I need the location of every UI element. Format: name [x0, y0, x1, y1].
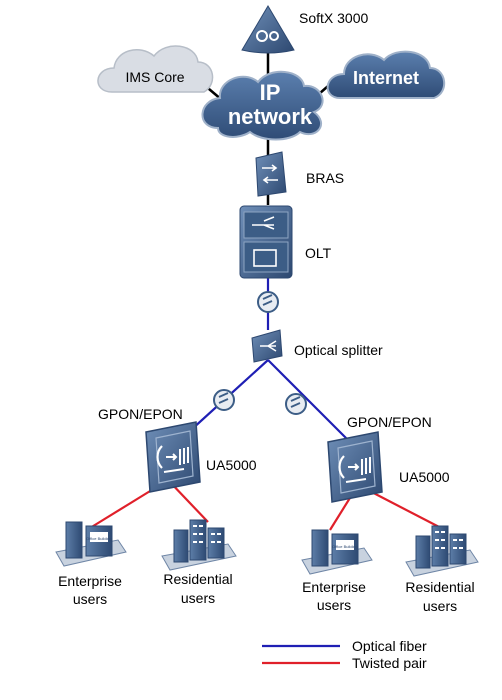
internet-label: Internet — [353, 68, 419, 88]
olt-icon — [239, 205, 293, 279]
twisted-links — [89, 479, 446, 531]
enterprise-building-left-icon: Office Building — [55, 521, 127, 567]
ua5000-left-icon — [145, 421, 201, 493]
fiber-connector-left-icon — [213, 389, 235, 411]
left-ua-label: UA5000 — [206, 457, 257, 473]
right-ua-label: UA5000 — [399, 469, 450, 485]
office-sign-left: Office Building — [86, 536, 112, 541]
enterprise-building-right-icon: Office Building — [301, 529, 373, 575]
splitter-icon — [251, 329, 283, 363]
bras-icon — [255, 151, 287, 197]
internet-cloud-icon — [326, 50, 445, 99]
ims-label: IMS Core — [125, 69, 184, 85]
ims-cloud-icon — [97, 45, 214, 93]
residential-building-right-icon — [405, 525, 479, 577]
ent-right-line1: Enterprise — [302, 579, 366, 595]
res-left-line1: Residential — [163, 571, 232, 587]
ua5000-right-icon — [327, 431, 383, 503]
legend-fiber-label: Optical fiber — [352, 638, 427, 654]
ent-right-line2: users — [317, 597, 351, 613]
fiber-connector-right-icon — [285, 393, 307, 415]
network-label: network — [228, 104, 313, 129]
res-right-line2: users — [423, 598, 457, 614]
res-right-line1: Residential — [405, 579, 474, 595]
olt-label: OLT — [305, 245, 332, 261]
legend-twisted-label: Twisted pair — [352, 655, 427, 671]
splitter-label: Optical splitter — [294, 342, 383, 358]
residential-building-left-icon — [161, 519, 237, 571]
ip-label: IP — [260, 80, 281, 105]
legend: Optical fiber Twisted pair — [262, 638, 427, 671]
softx-icon — [241, 5, 295, 54]
fiber-connector-icon — [257, 291, 279, 313]
ent-left-line1: Enterprise — [58, 573, 122, 589]
softx-label: SoftX 3000 — [299, 10, 368, 26]
right-pon-label: GPON/EPON — [347, 414, 432, 430]
left-pon-label: GPON/EPON — [98, 406, 183, 422]
ent-left-line2: users — [73, 591, 107, 607]
res-left-line2: users — [181, 590, 215, 606]
office-sign-right: Office Building — [332, 544, 358, 549]
bras-label: BRAS — [306, 170, 344, 186]
ip-cloud-icon — [201, 70, 324, 141]
